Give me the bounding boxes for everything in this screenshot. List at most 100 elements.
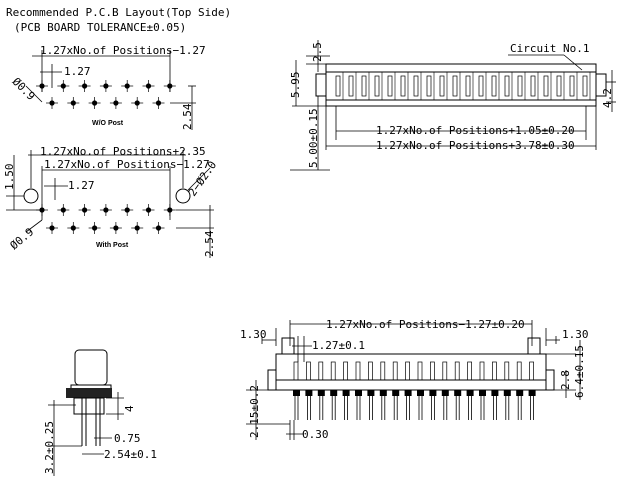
- wo-post-holes: [36, 80, 176, 109]
- fv-dim-030: 0.30: [302, 428, 329, 441]
- wo-dim-pitch: 1.27: [64, 65, 91, 78]
- wo-dim-hole: Ø0.9: [10, 75, 38, 103]
- top-view-pins: [335, 72, 591, 100]
- w-dim-top1: 1.27xNo.of Positions+2.35: [40, 145, 206, 158]
- pin-slot: [426, 75, 432, 97]
- sv-dim-075: 0.75: [114, 432, 141, 445]
- top-view: Circuit No.1 2.5 5.95 4.2 5.00±0.15 1.27…: [289, 40, 616, 171]
- fv-dim-pitch: 1.27±0.1: [312, 339, 365, 352]
- w-dim-left: 1.50: [3, 164, 16, 191]
- pin-top: [368, 361, 373, 381]
- pin-slot: [361, 75, 367, 97]
- circuit-label: Circuit No.1: [510, 42, 589, 55]
- pin-foot: [441, 390, 449, 396]
- pin-slot: [569, 75, 575, 97]
- pin-foot: [479, 390, 486, 396]
- wo-dim-row: 2.54: [181, 103, 194, 130]
- pin-top: [355, 361, 361, 381]
- pin-top: [492, 361, 497, 381]
- wo-caption: W/O Post: [92, 120, 124, 127]
- fv-dim-28: 2.8: [559, 370, 572, 390]
- post-hole-right: [175, 188, 191, 204]
- w-dim-top2: 1.27xNo.of Positions−1.27: [44, 158, 210, 171]
- pin-top: [318, 361, 324, 381]
- pin-top: [529, 361, 534, 381]
- pin-slot: [504, 75, 510, 97]
- pin-slot: [452, 75, 458, 97]
- pin-foot: [417, 390, 424, 396]
- pin-foot: [317, 390, 325, 396]
- w-dim-hole: Ø0.9: [8, 225, 37, 252]
- pin-top: [293, 361, 299, 381]
- tv-dim-595: 5.95: [289, 72, 302, 99]
- with-post-layout: 1.27xNo.of Positions+2.35 1.27xNo.of Pos…: [3, 145, 219, 258]
- pin-foot: [293, 390, 300, 396]
- with-post-holes: [36, 204, 176, 234]
- pin-slot: [543, 75, 549, 97]
- w-dim-pitch: 1.27: [68, 179, 95, 192]
- pin-slot: [517, 75, 523, 97]
- pin-foot: [342, 390, 350, 396]
- fv-dim-130-right: 1.30: [562, 328, 589, 341]
- header-subtitle: (PCB BOARD TOLERANCE±0.05): [14, 21, 186, 34]
- pin-top: [380, 361, 386, 381]
- fv-dim-130-left: 1.30: [240, 328, 267, 341]
- pin-foot: [466, 390, 474, 396]
- pin-slot: [374, 75, 380, 97]
- pin-top: [454, 361, 460, 381]
- header-title: Recommended P.C.B Layout(Top Side): [6, 6, 231, 19]
- fv-dim-span: 1.27xNo.of Positions−1.27±0.20: [326, 318, 525, 331]
- pin-top: [504, 361, 510, 381]
- w-caption: With Post: [96, 242, 129, 249]
- pin-foot: [454, 390, 462, 396]
- pin-foot: [429, 390, 437, 396]
- pin-slot: [400, 75, 406, 97]
- pin-foot: [404, 390, 412, 396]
- pin-top: [405, 361, 410, 381]
- pin-top: [306, 361, 311, 381]
- front-view-pins: [293, 361, 536, 420]
- sv-dim-254: 2.54±0.1: [104, 448, 157, 461]
- tv-dim-500: 5.00±0.15: [307, 108, 320, 168]
- wo-post-layout: 1.27xNo.of Positions−1.27 1.27 Ø0.9 2.54…: [10, 44, 206, 130]
- pin-foot: [330, 390, 338, 396]
- w-dim-row: 2.54: [203, 230, 216, 257]
- wo-dim-top: 1.27xNo.of Positions−1.27: [40, 44, 206, 57]
- pin-foot: [392, 390, 400, 396]
- pin-foot: [528, 390, 536, 396]
- pin-slot: [478, 75, 484, 97]
- side-view: 4 3.2±0.25 0.75 2.54±0.1: [43, 349, 157, 476]
- pin-top: [343, 361, 348, 381]
- pin-foot: [355, 390, 362, 396]
- sv-dim-32: 3.2±0.25: [43, 421, 56, 474]
- pin-slot: [582, 75, 588, 97]
- pin-top: [442, 361, 448, 381]
- pin-slot: [335, 75, 341, 97]
- pin-slot: [556, 75, 562, 97]
- pin-slot: [491, 75, 497, 97]
- connector-body-front: [275, 353, 547, 391]
- post-hole-left: [23, 188, 39, 204]
- tv-dim-len2: 1.27xNo.of Positions+3.78±0.30: [376, 139, 575, 152]
- pin-foot: [516, 390, 524, 396]
- front-view: 1.30 1.27xNo.of Positions−1.27±0.20 1.30…: [240, 318, 589, 441]
- fv-dim-64: 6.4±0.15: [573, 345, 586, 398]
- pin-top: [479, 361, 485, 381]
- sv-dim-4: 4: [123, 405, 136, 412]
- tv-dim-len1: 1.27xNo.of Positions+1.05±0.20: [376, 124, 575, 137]
- side-view-housing: [66, 388, 112, 398]
- pin-top: [417, 361, 423, 381]
- pin-top: [516, 361, 522, 381]
- pin-foot: [379, 390, 387, 396]
- pin-foot: [491, 390, 499, 396]
- pin-foot: [305, 390, 313, 396]
- pin-slot: [439, 75, 445, 97]
- tv-dim-42: 4.2: [601, 88, 614, 108]
- tv-dim-25: 2.5: [311, 42, 324, 62]
- pin-top: [392, 361, 398, 381]
- pin-top: [430, 361, 435, 381]
- pin-slot: [530, 75, 536, 97]
- pin-slot: [348, 75, 354, 97]
- pin-slot: [387, 75, 393, 97]
